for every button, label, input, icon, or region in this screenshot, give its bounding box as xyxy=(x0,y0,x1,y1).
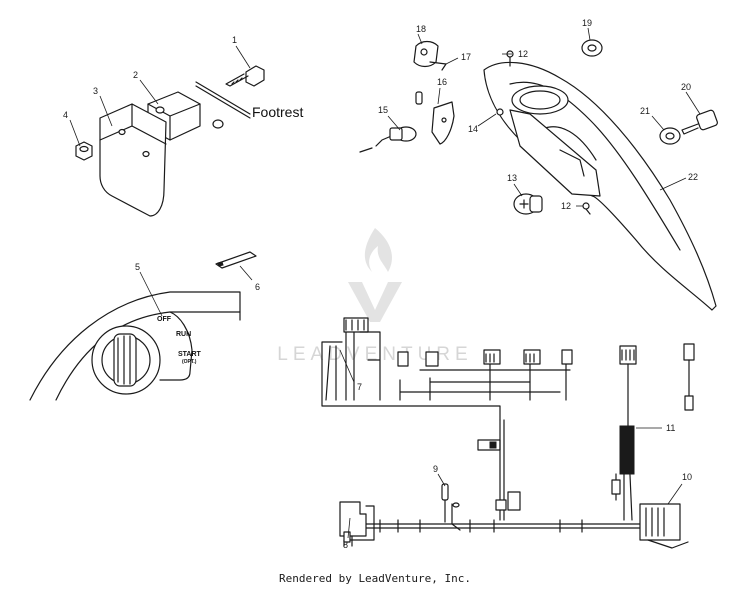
part-3-footrest-pad xyxy=(99,103,167,217)
console-assembly xyxy=(359,39,718,311)
callout-numbers: 1 2 3 4 5 6 7 8 9 10 11 12 12 13 14 15 1… xyxy=(63,18,698,550)
callout-13: 13 xyxy=(507,173,517,183)
part-22-console-cover xyxy=(483,61,717,311)
part-10-connector xyxy=(639,503,689,549)
part-6-decal xyxy=(215,251,257,269)
footrest-edge-2 xyxy=(195,85,251,119)
callout-18: 18 xyxy=(416,24,426,34)
part-9-fuse xyxy=(441,483,461,531)
footrest-assembly: Footrest xyxy=(75,65,303,217)
switch-run-label: RUN xyxy=(176,331,191,338)
callout-1: 1 xyxy=(232,35,237,45)
part-20-key xyxy=(681,109,718,135)
callout-3: 3 xyxy=(93,86,98,96)
callout-11: 11 xyxy=(666,423,675,433)
callout-4: 4 xyxy=(63,110,68,120)
switch-off-label: OFF xyxy=(157,316,172,323)
ignition-knob xyxy=(91,325,161,395)
part-7-harness-upper xyxy=(321,317,573,421)
part-18-bracket xyxy=(413,40,439,68)
callout-10: 10 xyxy=(682,472,692,482)
part-4-nut xyxy=(75,141,93,161)
wiring-harness xyxy=(321,317,695,549)
part-12-screw-lower xyxy=(582,202,591,215)
part-13-switch xyxy=(513,193,543,215)
callout-12-upper: 12 xyxy=(518,49,528,59)
washer-lower xyxy=(212,119,224,129)
leader-lines xyxy=(69,27,701,539)
callout-7: 7 xyxy=(357,382,362,392)
callout-14: 14 xyxy=(468,124,478,134)
footer-credit: Rendered by LeadVenture, Inc. xyxy=(278,572,472,585)
watermark: LEADVENTURE xyxy=(277,228,472,365)
callout-19: 19 xyxy=(582,18,592,28)
callout-8: 8 xyxy=(343,540,348,550)
footrest-label: Footrest xyxy=(252,104,303,120)
part-5-ignition-switch-panel: OFF RUN START (OPT.) xyxy=(29,291,241,401)
harness-relay xyxy=(495,491,521,511)
callout-12-lower: 12 xyxy=(561,201,571,211)
callout-22: 22 xyxy=(688,172,698,182)
switch-opt-label: (OPT.) xyxy=(182,359,197,365)
part-16-cap xyxy=(415,91,455,145)
callout-9: 9 xyxy=(433,464,438,474)
part-19-grommet xyxy=(581,39,603,57)
callout-15: 15 xyxy=(378,105,388,115)
footrest-edge xyxy=(195,81,251,115)
callout-17: 17 xyxy=(461,52,471,62)
part-1-bolt xyxy=(225,65,265,87)
part-14-grommet xyxy=(496,108,504,116)
callout-2: 2 xyxy=(133,70,138,80)
callout-16: 16 xyxy=(437,77,447,87)
watermark-flame-icon xyxy=(364,228,392,272)
harness-loose-lead xyxy=(683,343,695,411)
switch-start-label: START xyxy=(178,351,202,358)
part-11-harness xyxy=(611,345,637,521)
part-15-light xyxy=(359,126,417,153)
part-21-nut xyxy=(659,127,681,145)
callout-20: 20 xyxy=(681,82,691,92)
watermark-text: LEADVENTURE xyxy=(277,344,472,365)
callout-21: 21 xyxy=(640,106,650,116)
part-8-connector xyxy=(339,501,375,547)
callout-5: 5 xyxy=(135,262,140,272)
callout-6: 6 xyxy=(255,282,260,292)
watermark-v-icon xyxy=(348,282,402,322)
